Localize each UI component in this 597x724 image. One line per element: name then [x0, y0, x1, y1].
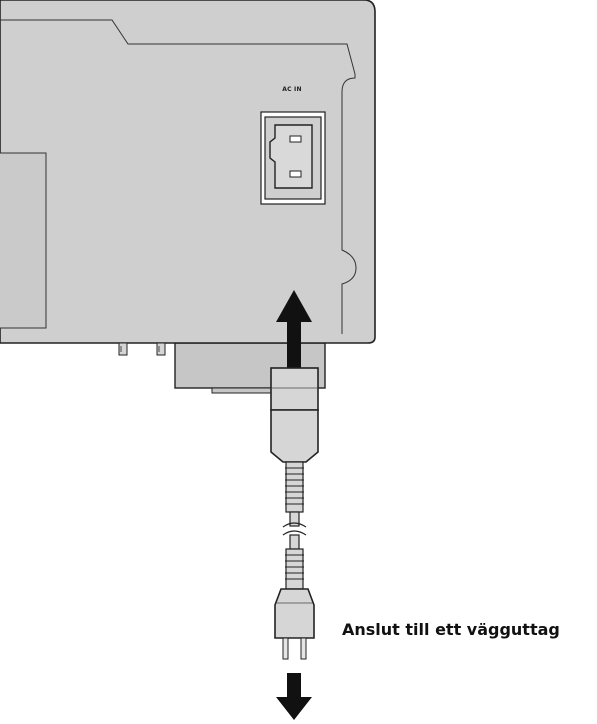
wall-outlet-callout: Anslut till ett vägguttag — [342, 620, 560, 639]
device-rear-panel — [0, 0, 376, 344]
ac-in-label: AC IN — [282, 86, 302, 93]
wall-outlet-arrow-icon — [276, 673, 312, 720]
insert-arrow-icon — [276, 290, 312, 368]
device-feet — [118, 342, 166, 356]
power-cord — [270, 367, 319, 660]
ac-in-socket — [260, 111, 326, 205]
